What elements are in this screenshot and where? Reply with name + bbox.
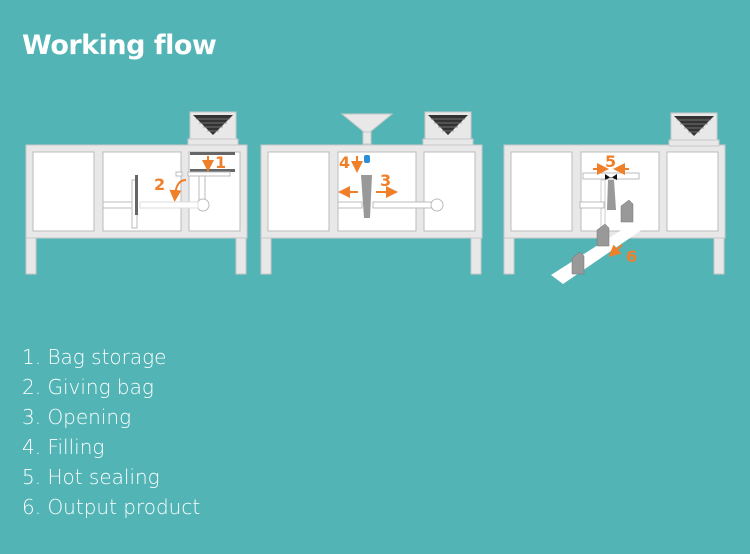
- step-number-1: 1: [215, 153, 226, 172]
- step-number-5: 5: [605, 152, 616, 171]
- filling-funnel-icon: [340, 113, 394, 145]
- machine-3: 5 6: [503, 112, 726, 284]
- steps-list: 1. Bag storage 2. Giving bag 3. Opening …: [22, 342, 200, 522]
- machine-1: 1 2: [25, 111, 248, 275]
- step-item: 1. Bag storage: [22, 345, 167, 369]
- step-number-6: 6: [626, 247, 637, 266]
- step-item: 6. Output product: [22, 495, 201, 519]
- bag-hopper-icon: [187, 111, 239, 146]
- bag-hopper-icon: [422, 111, 474, 146]
- step-item: 3. Opening: [22, 405, 132, 429]
- page-title: Working flow: [22, 30, 217, 61]
- machine-2: 4 3: [260, 111, 483, 275]
- step-number-3: 3: [380, 171, 391, 190]
- step-number-2: 2: [154, 175, 165, 194]
- step-item: 5. Hot sealing: [22, 465, 160, 489]
- step-item: 4. Filling: [22, 435, 105, 459]
- bag-hopper-icon: [668, 112, 720, 147]
- step-number-4: 4: [339, 153, 350, 172]
- step-item: 2. Giving bag: [22, 375, 154, 399]
